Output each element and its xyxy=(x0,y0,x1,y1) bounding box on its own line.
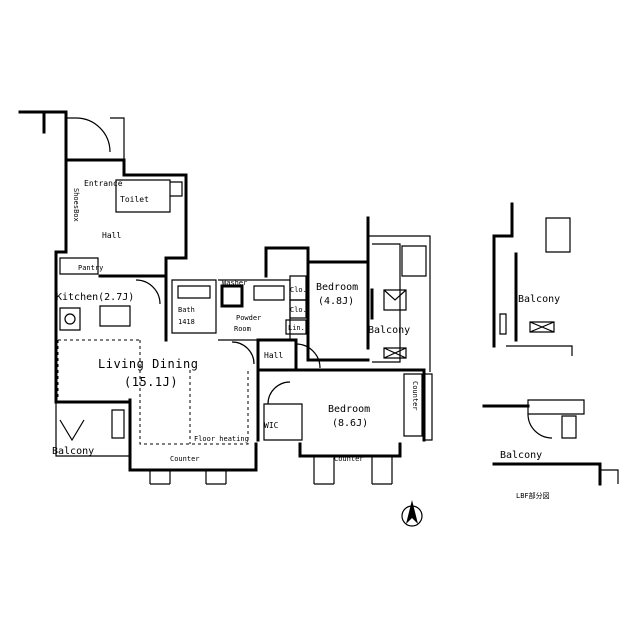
north-arrow-icon xyxy=(401,500,423,527)
label-bath-size: 1418 xyxy=(178,318,195,326)
label-living-dining-size: (15.1J) xyxy=(124,375,178,389)
label-closet-1: Clo. xyxy=(290,286,307,294)
label-counter-center: Counter xyxy=(334,455,364,463)
label-bedroom-lower: Bedroom xyxy=(328,404,370,415)
label-balcony-left: Balcony xyxy=(52,446,94,457)
label-living-dining: Living Dining xyxy=(98,357,198,371)
label-pantry: Pantry xyxy=(78,264,103,272)
label-hall-left: Hall xyxy=(102,231,121,240)
label-powder-1: Powder xyxy=(236,314,261,322)
label-detail-balcony-top: Balcony xyxy=(518,294,560,305)
label-toilet: Toilet xyxy=(120,195,149,204)
label-entrance: Entrance xyxy=(84,179,123,188)
main-plan-walls xyxy=(18,110,433,485)
label-closet-2: Clo. xyxy=(290,306,307,314)
label-bedroom-lower-size: (8.6J) xyxy=(332,418,368,429)
label-powder-2: Room xyxy=(234,325,251,333)
label-hall-center: Hall xyxy=(264,351,283,360)
label-counter-left: Counter xyxy=(170,455,200,463)
label-bath: Bath xyxy=(178,306,195,314)
label-kitchen: Kitchen(2.7J) xyxy=(56,292,134,303)
detail-labels: Balcony Balcony LBF部分図 xyxy=(500,294,560,500)
label-detail-balcony-bottom: Balcony xyxy=(500,450,542,461)
label-bedroom-upper-size: (4.8J) xyxy=(318,296,354,307)
label-linen: Lin. xyxy=(288,324,305,332)
label-shoes-box: ShoesBox xyxy=(72,188,80,222)
label-floor-heating: Floor heating xyxy=(194,435,249,443)
label-washer: Washer xyxy=(222,279,247,287)
room-labels: Entrance ShoesBox Toilet Hall Pantry Kit… xyxy=(52,179,419,463)
detail-plans xyxy=(482,202,619,486)
label-wic: WIC xyxy=(264,421,279,430)
label-balcony-right: Balcony xyxy=(368,325,410,336)
label-detail-caption: LBF部分図 xyxy=(516,491,550,500)
label-bedroom-upper: Bedroom xyxy=(316,282,358,293)
label-counter-right: Counter xyxy=(411,381,419,411)
